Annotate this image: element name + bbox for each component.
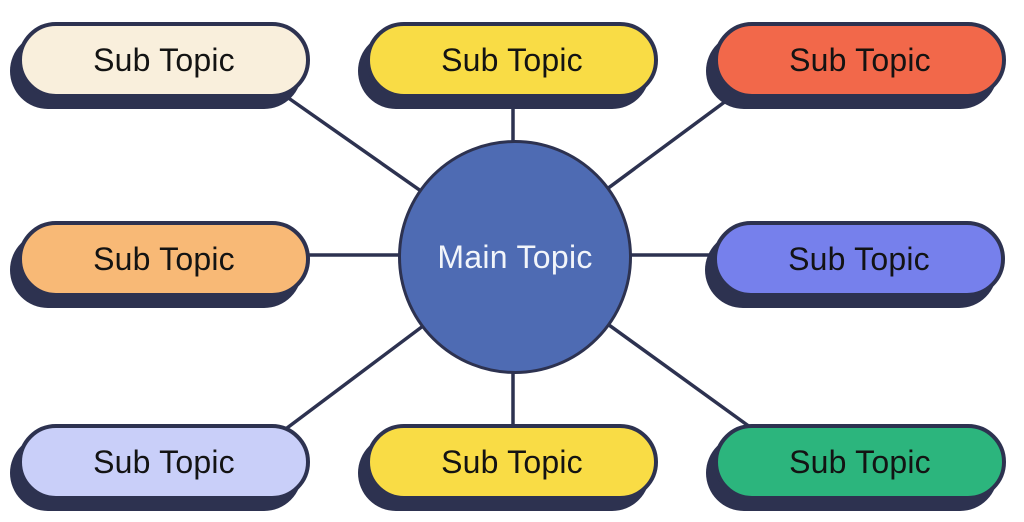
sub-topic-node-bottom-left[interactable]: Sub Topic — [18, 424, 310, 500]
sub-topic-label: Sub Topic — [789, 443, 931, 480]
sub-topic-label: Sub Topic — [441, 41, 583, 78]
sub-topic-node-middle-right[interactable]: Sub Topic — [713, 221, 1005, 297]
sub-topic-label: Sub Topic — [789, 41, 931, 78]
sub-topic-node-top-right[interactable]: Sub Topic — [714, 22, 1006, 98]
sub-topic-node-middle-left[interactable]: Sub Topic — [18, 221, 310, 297]
sub-topic-label: Sub Topic — [93, 443, 235, 480]
sub-topic-label: Sub Topic — [441, 443, 583, 480]
sub-topic-label: Sub Topic — [788, 240, 930, 277]
sub-topic-node-top-center[interactable]: Sub Topic — [366, 22, 658, 98]
sub-topic-node-bottom-center[interactable]: Sub Topic — [366, 424, 658, 500]
main-topic-label: Main Topic — [437, 238, 593, 275]
sub-topic-label: Sub Topic — [93, 41, 235, 78]
main-topic-node[interactable]: Main Topic — [398, 140, 632, 374]
sub-topic-node-bottom-right[interactable]: Sub Topic — [714, 424, 1006, 500]
sub-topic-label: Sub Topic — [93, 240, 235, 277]
sub-topic-node-top-left[interactable]: Sub Topic — [18, 22, 310, 98]
